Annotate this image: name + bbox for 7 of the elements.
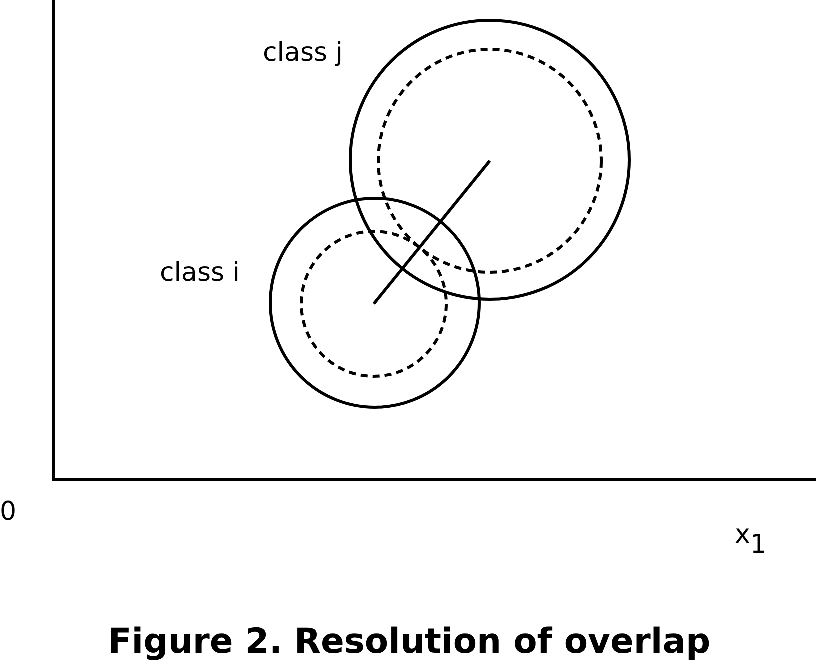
origin-label: 0: [0, 497, 17, 529]
dashed-circle: [377, 48, 603, 274]
figure-caption: Figure 2. Resolution of overlap: [108, 621, 711, 663]
dashed-circle: [300, 230, 448, 378]
class-label: class j: [263, 38, 344, 68]
class-label: class i: [160, 258, 240, 288]
center-line: [372, 160, 492, 305]
